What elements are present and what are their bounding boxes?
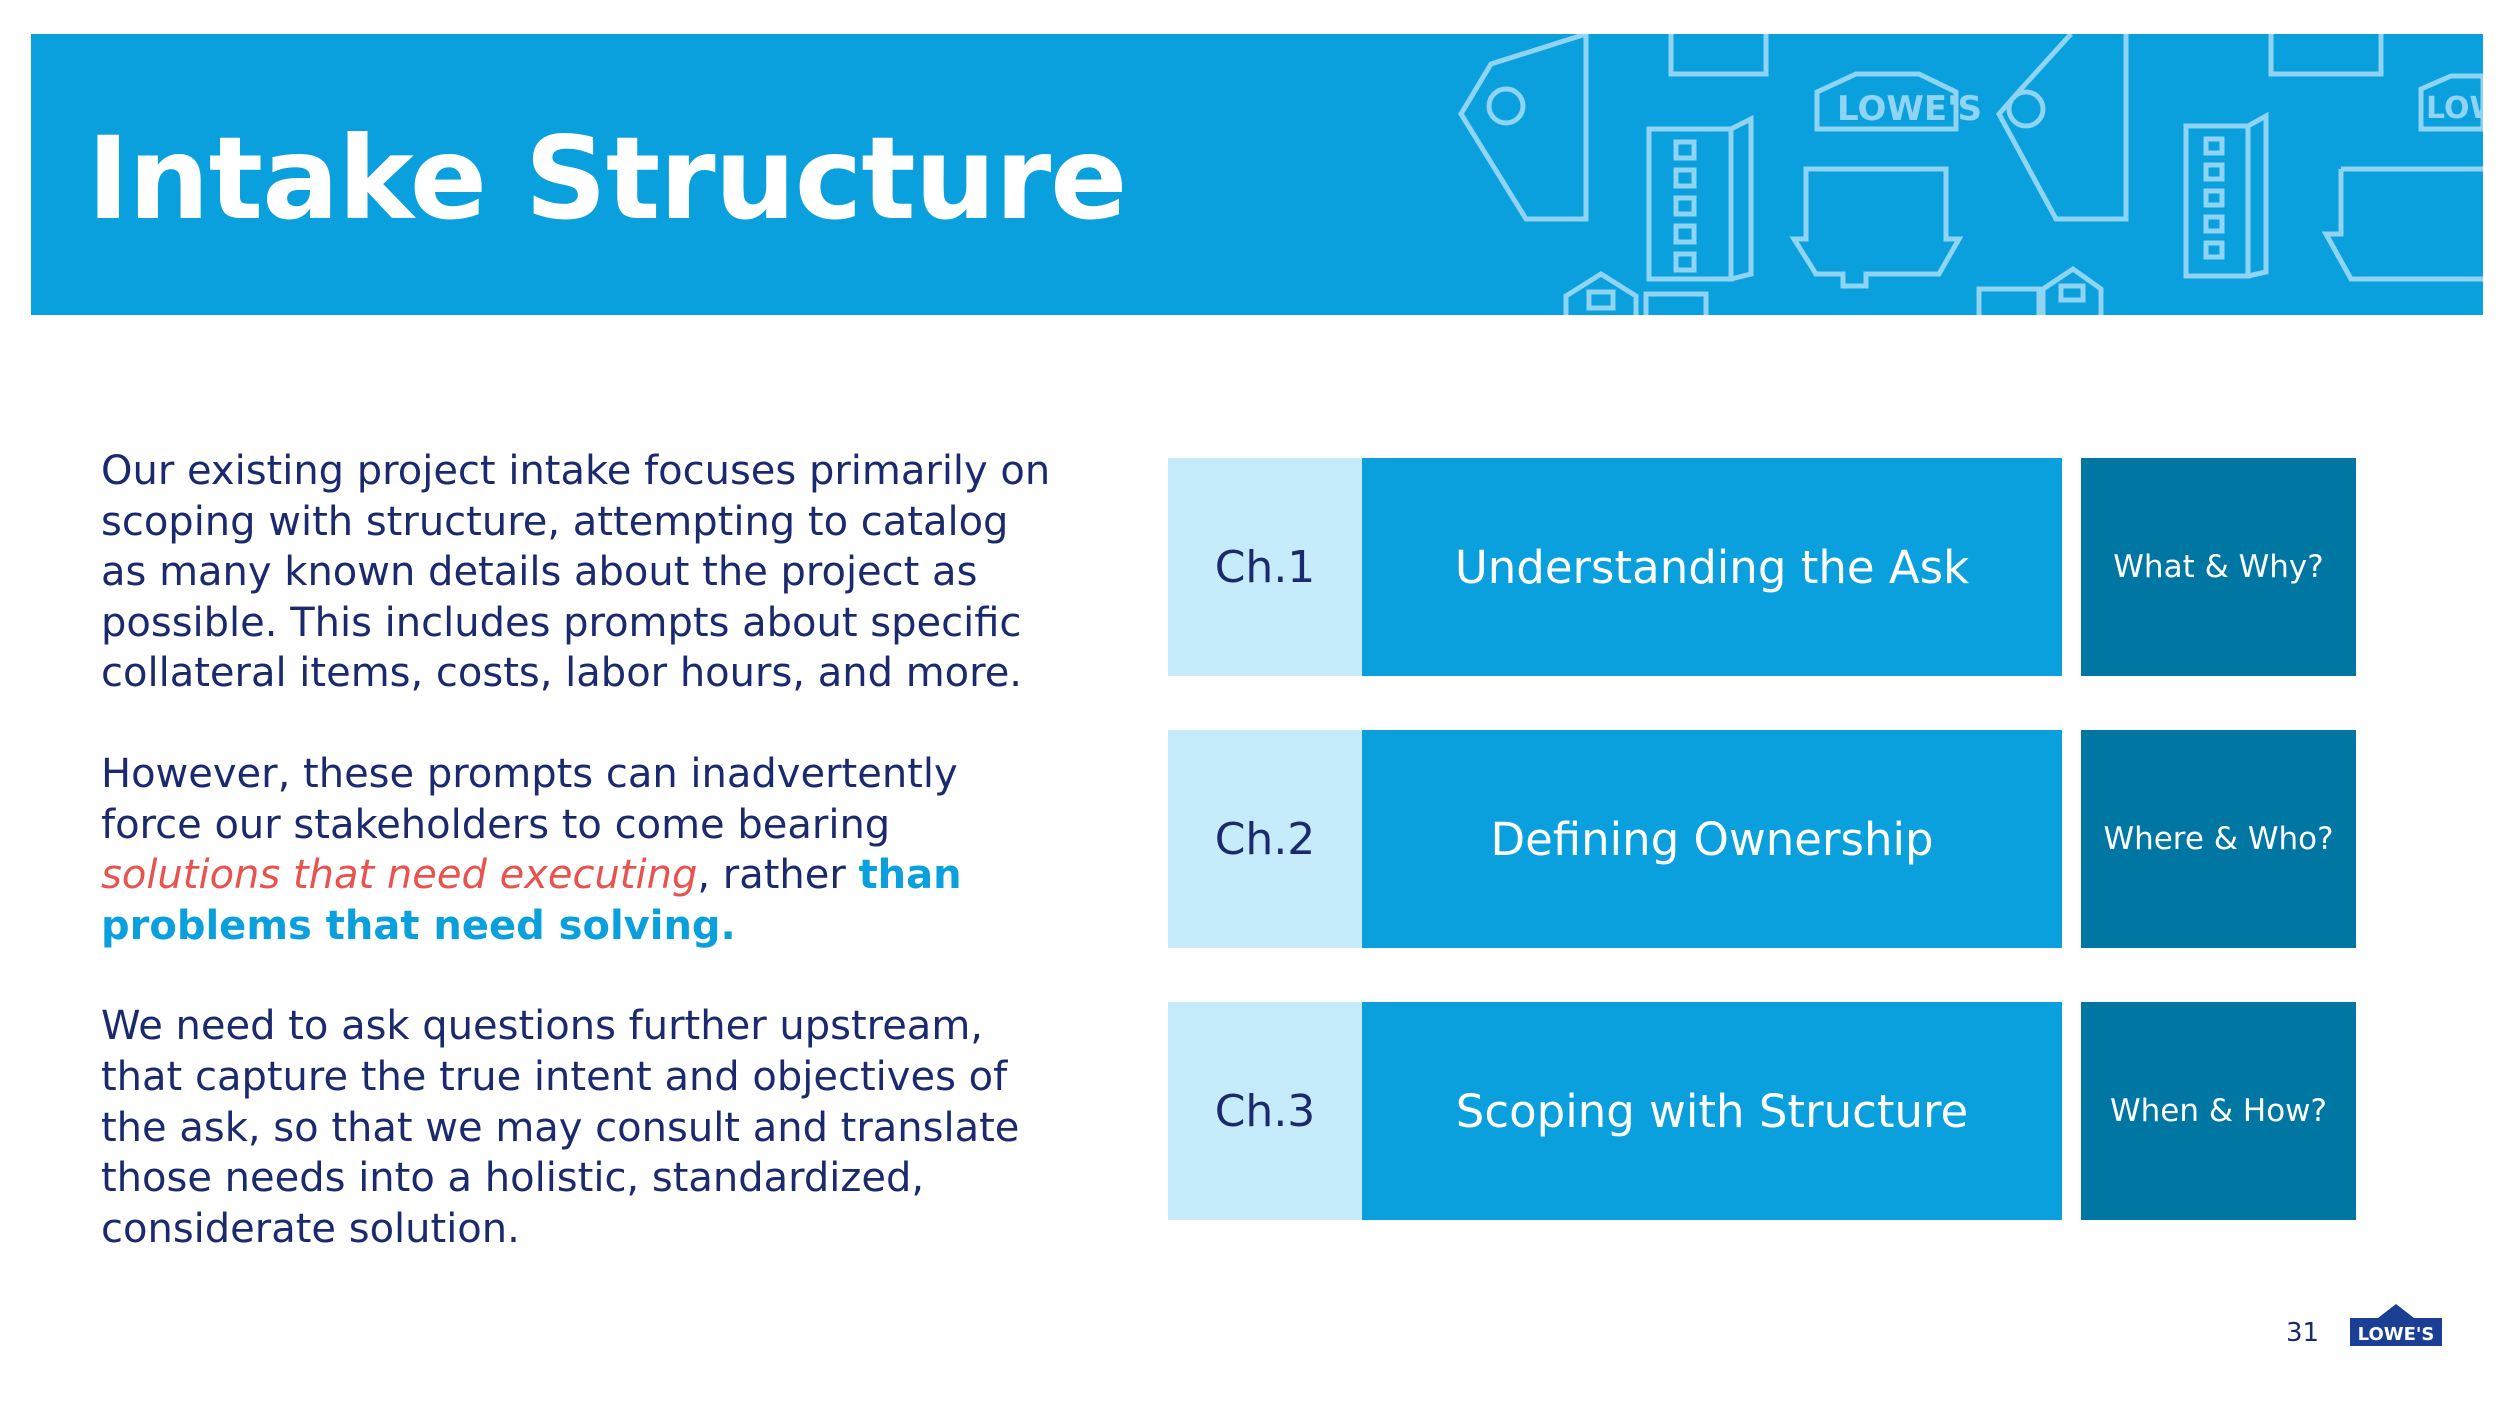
lowes-logo-icon: LOWE [2418,73,2483,132]
tag-icon [1458,34,1589,222]
chapter-row-3: Ch.3 Scoping with Structure When & How? [1168,1002,2358,1220]
paragraph-1: Our existing project intake focuses prim… [101,448,1051,697]
small-house-icon [1563,271,1709,315]
chapter-question: What & Why? [2081,458,2356,676]
chapter-row-1: Ch.1 Understanding the Ask What & Why? [1168,458,2358,676]
chapter-number: Ch.1 [1168,458,1362,676]
page-number: 31 [2286,1318,2320,1348]
svg-text:LOWE'S: LOWE'S [1837,89,1982,129]
house-icon [2268,34,2384,77]
slide-title: Intake Structure [87,112,1128,245]
chapter-question: Where & Who? [2081,730,2356,948]
paragraph-3: We need to ask questions further upstrea… [101,1003,1020,1252]
paragraph-2-mid: , rather [697,852,859,899]
title-banner: Intake Structure LOWE'S [31,34,2483,315]
chapter-title: Scoping with Structure [1362,1002,2062,1220]
banner-pattern: LOWE'S LOWE [1458,34,2483,315]
sofa-icon [1789,166,1964,289]
logo-text: LOWE'S [2358,1324,2435,1345]
tower-icon [2183,111,2269,279]
chapter-number: Ch.2 [1168,730,1362,948]
chapter-title: Defining Ownership [1362,730,2062,948]
chapter-row-2: Ch.2 Defining Ownership Where & Who? [1168,730,2358,948]
svg-text:LOWE: LOWE [2426,91,2483,126]
sofa-icon [2321,166,2483,282]
chapter-question: When & How? [2081,1002,2356,1220]
small-house-icon [1976,265,2104,315]
house-icon [1668,34,1769,77]
solutions-emphasis: solutions that need executing [101,852,698,899]
paragraph-2: However, these prompts can inadvertently… [101,749,1061,951]
tag-icon [1995,34,2129,222]
intro-body: Our existing project intake focuses prim… [101,446,1061,1304]
lowes-logo: LOWE'S [2350,1304,2442,1346]
lowes-logo-icon: LOWE'S [1814,71,1982,132]
problems-emphasis: than problems that need solving. [101,852,962,949]
tower-icon [1646,114,1754,282]
chapter-title: Understanding the Ask [1362,458,2062,676]
chapter-number: Ch.3 [1168,1002,1362,1220]
paragraph-2-start: However, these prompts can inadvertently… [101,750,958,848]
